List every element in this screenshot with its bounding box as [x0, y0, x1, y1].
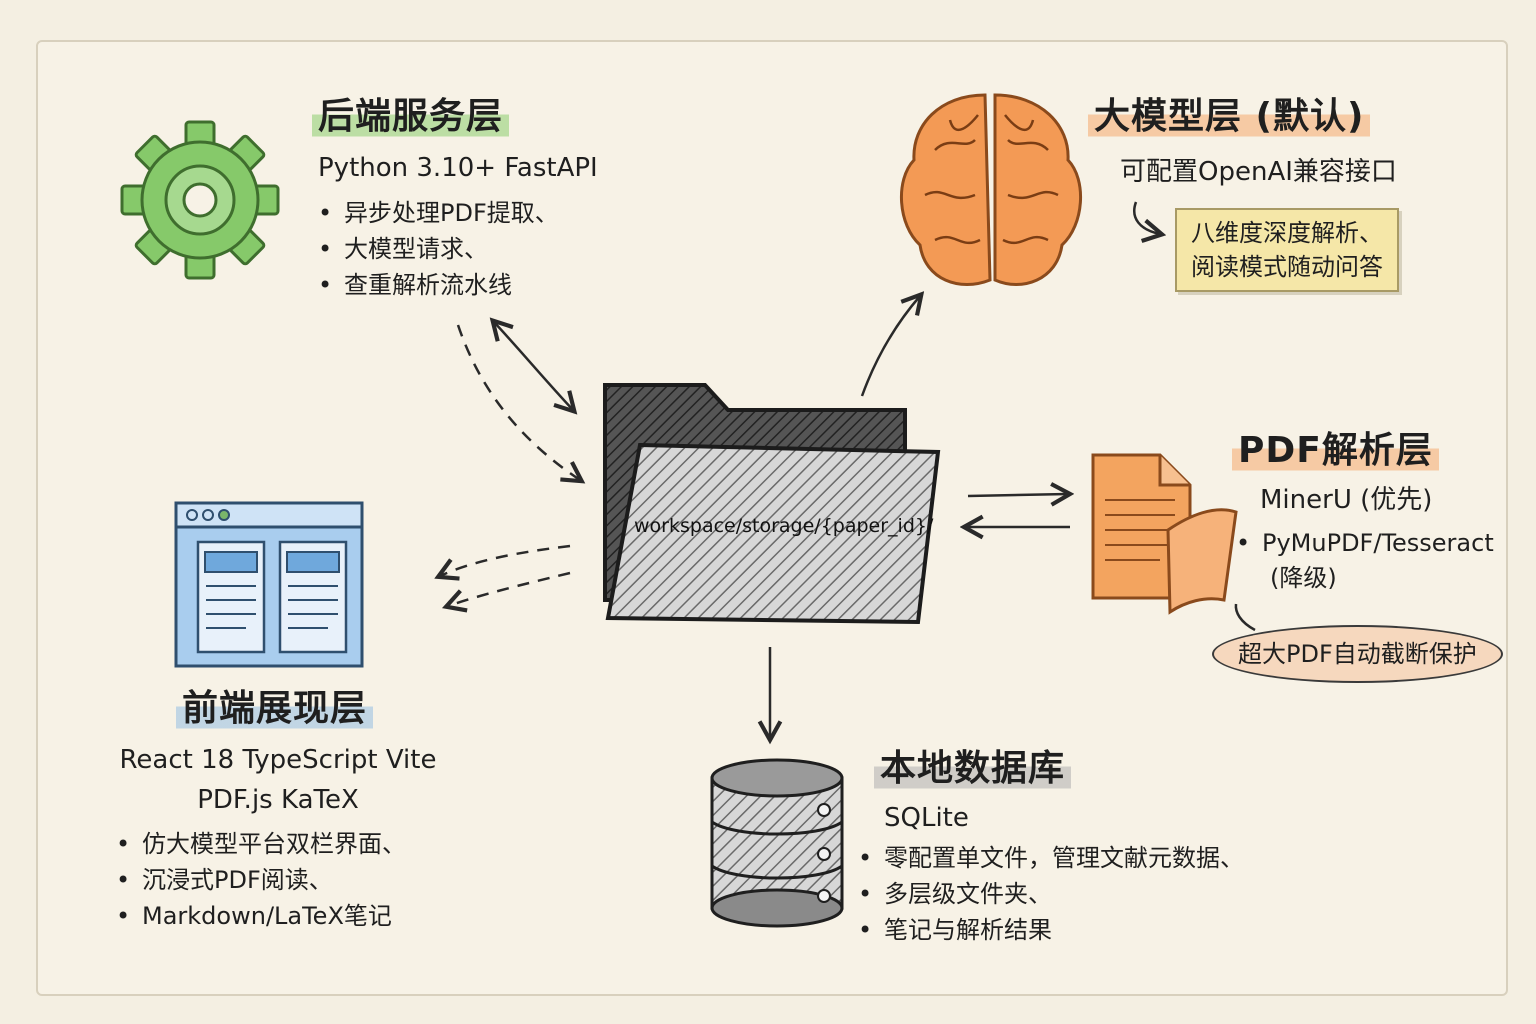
frontend-list: 仿大模型平台双栏界面、 沉浸式PDF阅读、 Markdown/LaTeX笔记 — [116, 826, 406, 934]
backend-subtitle: Python 3.10+ FastAPI — [318, 153, 598, 183]
pdf-document-icon — [1091, 453, 1238, 615]
database-subtitle: SQLite — [884, 803, 969, 833]
storage-path-label: workspace/storage/{paper_id}/ — [634, 515, 934, 537]
arrow-llm-note — [1133, 201, 1160, 234]
gear-icon — [120, 120, 280, 280]
arrow-backend-storage — [494, 322, 573, 410]
list-item: PyMuPDF/Tesseract — [1236, 525, 1494, 561]
arrow-storage-llm — [860, 296, 920, 397]
pdf-subtitle: MinerU (优先) — [1260, 485, 1433, 515]
list-item: 大模型请求、 — [318, 231, 559, 267]
llm-subtitle: 可配置OpenAI兼容接口 — [1120, 157, 1397, 187]
pdf-speech-bubble: 超大PDF自动截断保护 — [1212, 625, 1503, 683]
llm-sticky-note: 八维度深度解析、 阅读模式随动问答 — [1175, 208, 1399, 292]
brain-icon — [899, 93, 1083, 286]
frontend-stack-line2: PDF.js KaTeX — [197, 785, 359, 815]
arrow-storage-pdf-out — [967, 494, 1068, 496]
list-item: 异步处理PDF提取、 — [318, 195, 559, 231]
arrow-storage-frontend-2 — [448, 571, 571, 606]
pdf-title: PDF解析层 — [1232, 428, 1439, 474]
list-item: 沉浸式PDF阅读、 — [116, 862, 406, 898]
frontend-title: 前端展现层 — [176, 686, 374, 732]
list-item: 笔记与解析结果 — [858, 912, 1244, 948]
database-title: 本地数据库 — [874, 746, 1072, 792]
llm-title: 大模型层 (默认) — [1088, 94, 1371, 140]
list-item: 仿大模型平台双栏界面、 — [116, 826, 406, 862]
arrow-backend-storage-dashed — [456, 324, 580, 480]
database-list: 零配置单文件，管理文献元数据、 多层级文件夹、 笔记与解析结果 — [858, 840, 1244, 948]
bubble-tail — [1234, 603, 1256, 632]
database-icon — [710, 758, 844, 928]
backend-title: 后端服务层 — [312, 94, 510, 140]
note-line: 阅读模式随动问答 — [1191, 253, 1383, 281]
pdf-item-continuation: (降级) — [1270, 564, 1337, 592]
list-item: 多层级文件夹、 — [858, 876, 1244, 912]
note-line: 八维度深度解析、 — [1191, 219, 1383, 247]
list-item: 查重解析流水线 — [318, 267, 559, 303]
list-item: 零配置单文件，管理文献元数据、 — [858, 840, 1244, 876]
pdf-list: PyMuPDF/Tesseract — [1236, 525, 1494, 561]
list-item: Markdown/LaTeX笔记 — [116, 898, 406, 934]
folder-icon — [603, 383, 941, 625]
frontend-stack-line1: React 18 TypeScript Vite — [119, 745, 437, 775]
backend-list: 异步处理PDF提取、 大模型请求、 查重解析流水线 — [318, 195, 559, 303]
browser-window-icon — [174, 501, 364, 668]
arrow-storage-frontend-1 — [440, 544, 571, 576]
